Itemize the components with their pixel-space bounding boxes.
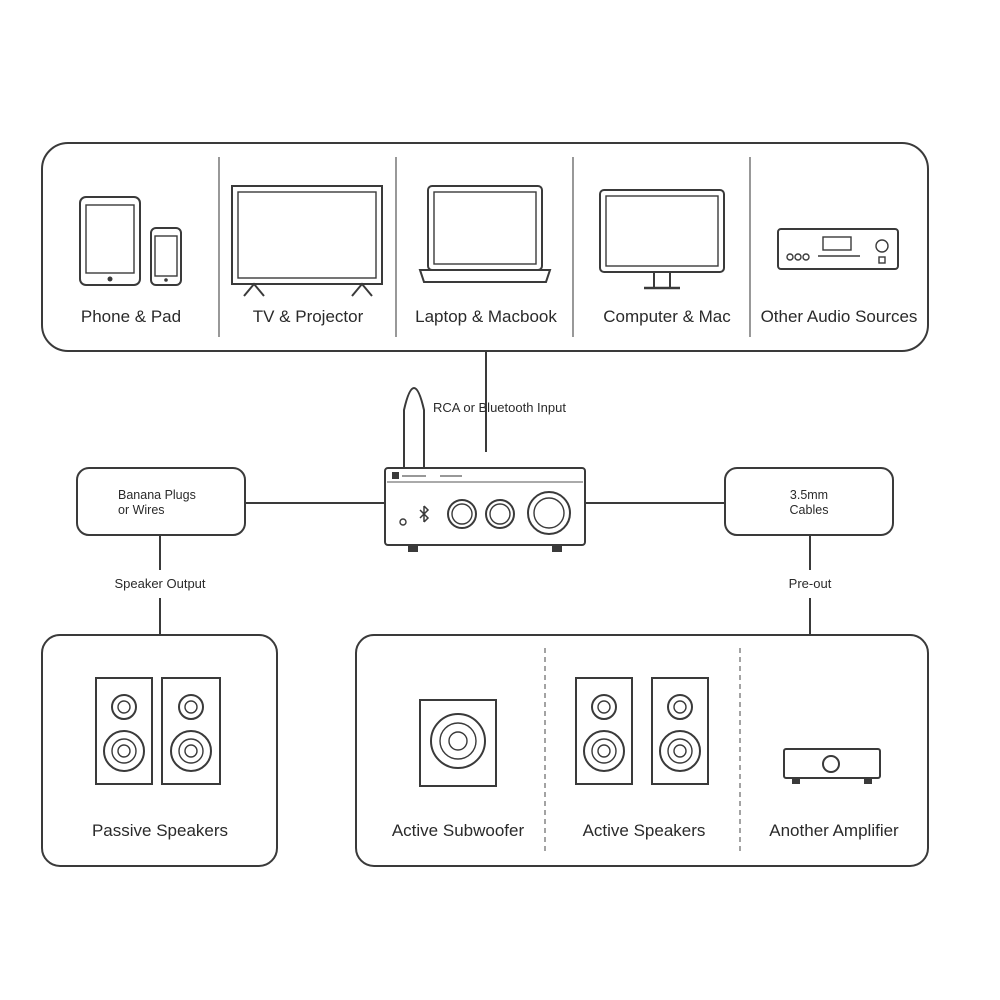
tv-icon [231, 185, 383, 297]
another-amplifier-label: Another Amplifier [769, 821, 899, 840]
right-cable-box: 3.5mm Cables [724, 467, 894, 536]
active-subwoofer-label: Active Subwoofer [392, 821, 525, 840]
phone-and-tablet-icon [79, 196, 182, 286]
passive-speakers-label: Passive Speakers [92, 821, 228, 840]
input-label: RCA or Bluetooth Input [433, 400, 566, 415]
pre-out-devices-panel: Active Subwoofer Active Speakers Another… [355, 634, 929, 867]
left-cable-line1: Banana Plugs [118, 488, 196, 502]
amplifier-device [384, 386, 586, 552]
treble-knob [447, 499, 477, 529]
right-cable-line1: 3.5mm [790, 488, 828, 502]
source-label-other: Other Audio Sources [761, 307, 918, 326]
active-speakers-label: Active Speakers [583, 821, 706, 840]
left-cable-box: Banana Plugs or Wires [76, 467, 246, 536]
monitor-icon [599, 189, 725, 290]
speaker-output-label: Speaker Output [114, 576, 205, 591]
audio-receiver-icon [777, 228, 899, 270]
source-label-computer: Computer & Mac [603, 307, 731, 326]
active-speaker-left-icon [575, 677, 633, 785]
passive-speaker-left-icon [95, 677, 153, 785]
left-cable-line2: or Wires [118, 503, 165, 517]
connector-lines [159, 352, 811, 635]
passive-speaker-right-icon [161, 677, 221, 785]
bass-knob [485, 499, 515, 529]
passive-speakers-panel: Passive Speakers [41, 634, 278, 867]
laptop-icon [418, 185, 552, 283]
source-label-laptop: Laptop & Macbook [415, 307, 557, 326]
volume-knob [527, 491, 571, 535]
antenna-icon [403, 386, 425, 471]
pre-out-label: Pre-out [789, 576, 832, 591]
sources-panel: Phone & Pad TV & Projector Laptop & Macb… [41, 142, 929, 352]
subwoofer-icon [419, 699, 497, 787]
source-label-tv: TV & Projector [253, 307, 364, 326]
bluetooth-icon [419, 505, 430, 523]
right-cable-line2: Cables [790, 503, 829, 517]
source-label-phone: Phone & Pad [81, 307, 181, 326]
amplifier-icon [783, 748, 881, 784]
active-speaker-right-icon [651, 677, 709, 785]
